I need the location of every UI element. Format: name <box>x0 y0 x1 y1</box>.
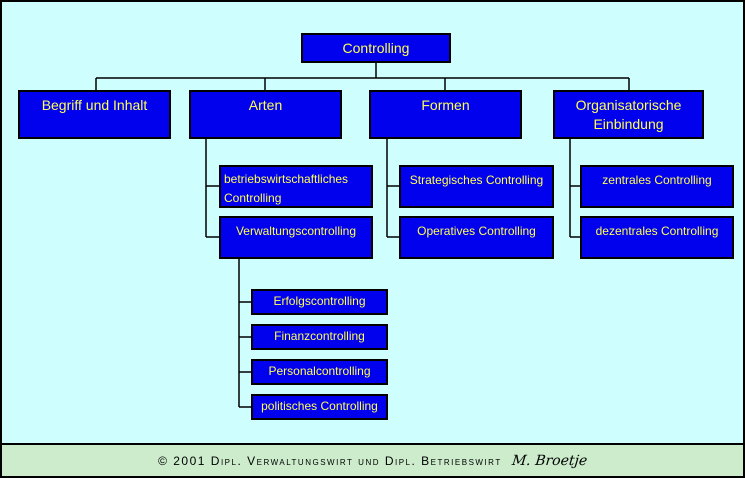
copyright-text: © 2001 Dipl. Verwaltungswirt und Dipl. B… <box>158 453 502 468</box>
footer-bar: © 2001 Dipl. Verwaltungswirt und Dipl. B… <box>2 443 743 476</box>
node-betriebswirtschaftliches-controlling: betriebswirtschaftliches Controlling <box>219 165 373 208</box>
node-personalcontrolling: Personalcontrolling <box>251 359 388 385</box>
node-politisches-controlling: politisches Controlling <box>251 394 388 420</box>
node-organisatorische-einbindung: Organisatorische Einbindung <box>553 90 704 139</box>
author-signature: M. Broetje <box>510 452 588 469</box>
node-finanzcontrolling: Finanzcontrolling <box>251 324 388 350</box>
node-erfolgscontrolling: Erfolgscontrolling <box>251 289 388 315</box>
node-formen: Formen <box>369 90 522 139</box>
node-dezentrales-controlling: dezentrales Controlling <box>580 216 734 259</box>
node-arten: Arten <box>189 90 342 139</box>
node-strategisches-controlling: Strategisches Controlling <box>399 165 554 208</box>
node-verwaltungscontrolling: Verwaltungscontrolling <box>219 216 373 259</box>
node-zentrales-controlling: zentrales Controlling <box>580 165 734 208</box>
node-controlling: Controlling <box>301 33 451 63</box>
node-operatives-controlling: Operatives Controlling <box>399 216 554 259</box>
node-begriff-und-inhalt: Begriff und Inhalt <box>18 90 171 139</box>
